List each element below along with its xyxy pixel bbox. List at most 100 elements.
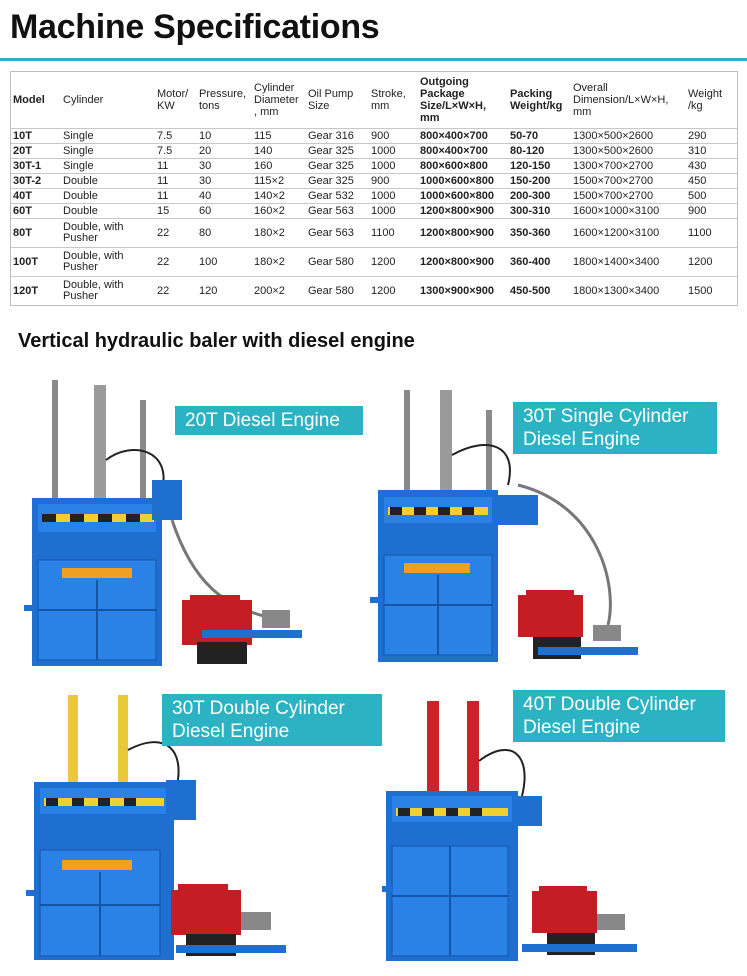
table-cell: 140×2 bbox=[252, 188, 306, 204]
table-cell: 900 bbox=[686, 203, 737, 219]
table-cell: 350-360 bbox=[508, 218, 571, 248]
table-cell: 1200×800×900 bbox=[418, 218, 508, 248]
table-cell: 1200×800×900 bbox=[418, 203, 508, 219]
column-header: Cylinder Diameter , mm bbox=[254, 82, 299, 118]
table-cell: Gear 563 bbox=[306, 203, 369, 219]
table-cell: Single bbox=[61, 143, 155, 159]
table-cell: 1100 bbox=[369, 218, 418, 248]
table-cell: 40 bbox=[197, 188, 252, 204]
table-cell: 1000×600×800 bbox=[418, 188, 508, 204]
table-cell: Gear 325 bbox=[306, 143, 369, 159]
table-cell: 310 bbox=[686, 143, 737, 159]
table-cell: 20T bbox=[11, 143, 61, 159]
table-cell: 11 bbox=[155, 188, 197, 204]
table-cell: 22 bbox=[155, 247, 197, 277]
table-cell: Double, with Pusher bbox=[61, 276, 155, 305]
table-cell: 1800×1400×3400 bbox=[571, 247, 686, 277]
table-cell: 115 bbox=[252, 128, 306, 144]
table-cell: Gear 580 bbox=[306, 247, 369, 277]
table-cell: 1600×1000×3100 bbox=[571, 203, 686, 219]
table-cell: 1500 bbox=[686, 276, 737, 305]
table-cell: 430 bbox=[686, 158, 737, 174]
table-cell: 1000 bbox=[369, 188, 418, 204]
table-cell: 160 bbox=[252, 158, 306, 174]
table-cell: 1300×700×2700 bbox=[571, 158, 686, 174]
table-cell: 1300×900×900 bbox=[418, 276, 508, 305]
column-header: Pressure, tons bbox=[199, 88, 247, 112]
table-cell: 180×2 bbox=[252, 247, 306, 277]
product-caption-30t-double: 30T Double Cylinder Diesel Engine bbox=[162, 694, 382, 746]
product-caption-40t-double: 40T Double Cylinder Diesel Engine bbox=[513, 690, 725, 742]
column-header: Model bbox=[13, 94, 45, 106]
table-cell: 30 bbox=[197, 158, 252, 174]
column-header: Motor/ KW bbox=[157, 88, 189, 112]
table-cell: 1000 bbox=[369, 203, 418, 219]
table-cell: Gear 563 bbox=[306, 218, 369, 248]
column-header: Stroke, mm bbox=[371, 88, 406, 112]
page-title: Machine Specifications bbox=[10, 8, 380, 46]
table-cell: 1000×600×800 bbox=[418, 173, 508, 189]
column-header: Oil Pump Size bbox=[308, 88, 354, 112]
table-cell: 800×400×700 bbox=[418, 143, 508, 159]
table-cell: 1300×500×2600 bbox=[571, 143, 686, 159]
table-cell: 15 bbox=[155, 203, 197, 219]
table-cell: 11 bbox=[155, 173, 197, 189]
table-cell: 120 bbox=[197, 276, 252, 305]
table-cell: 100T bbox=[11, 247, 61, 277]
table-cell: 22 bbox=[155, 276, 197, 305]
table-cell: Double, with Pusher bbox=[61, 218, 155, 248]
table-cell: Gear 316 bbox=[306, 128, 369, 144]
column-header: Packing Weight/kg bbox=[510, 88, 563, 112]
product-image-30t-single bbox=[368, 385, 643, 670]
table-cell: 1200 bbox=[686, 247, 737, 277]
product-image-20t-diesel bbox=[22, 380, 312, 670]
product-caption-20t: 20T Diesel Engine bbox=[175, 406, 363, 435]
table-cell: 1200 bbox=[369, 247, 418, 277]
table-cell: 500 bbox=[686, 188, 737, 204]
table-cell: 80-120 bbox=[508, 143, 571, 159]
table-cell: 150-200 bbox=[508, 173, 571, 189]
table-cell: Gear 580 bbox=[306, 276, 369, 305]
table-cell: Gear 532 bbox=[306, 188, 369, 204]
table-cell: 22 bbox=[155, 218, 197, 248]
table-cell: 180×2 bbox=[252, 218, 306, 248]
table-cell: 450 bbox=[686, 173, 737, 189]
table-cell: 1000 bbox=[369, 143, 418, 159]
table-cell: 290 bbox=[686, 128, 737, 144]
table-cell: 800×400×700 bbox=[418, 128, 508, 144]
table-cell: 1200×800×900 bbox=[418, 247, 508, 277]
section-subtitle: Vertical hydraulic baler with diesel eng… bbox=[18, 330, 415, 352]
column-header: Overall Dimension/L×W×H, mm bbox=[573, 82, 669, 118]
product-image-40t-double bbox=[382, 696, 644, 964]
table-cell: 10 bbox=[197, 128, 252, 144]
table-cell: 120-150 bbox=[508, 158, 571, 174]
table-cell: 60 bbox=[197, 203, 252, 219]
table-cell: 30T-1 bbox=[11, 158, 61, 174]
table-cell: 140 bbox=[252, 143, 306, 159]
table-cell: 30 bbox=[197, 173, 252, 189]
table-cell: Double bbox=[61, 173, 155, 189]
product-image-30t-double bbox=[26, 690, 296, 965]
table-cell: 200-300 bbox=[508, 188, 571, 204]
table-cell: 1000 bbox=[369, 158, 418, 174]
column-header: Weight /kg bbox=[688, 88, 723, 112]
table-cell: 360-400 bbox=[508, 247, 571, 277]
table-cell: 60T bbox=[11, 203, 61, 219]
table-cell: Double bbox=[61, 203, 155, 219]
table-cell: 300-310 bbox=[508, 203, 571, 219]
table-cell: Double bbox=[61, 188, 155, 204]
table-cell: 10T bbox=[11, 128, 61, 144]
table-cell: 100 bbox=[197, 247, 252, 277]
title-divider bbox=[0, 58, 747, 61]
table-cell: 1200 bbox=[369, 276, 418, 305]
table-cell: 120T bbox=[11, 276, 61, 305]
table-cell: 900 bbox=[369, 173, 418, 189]
